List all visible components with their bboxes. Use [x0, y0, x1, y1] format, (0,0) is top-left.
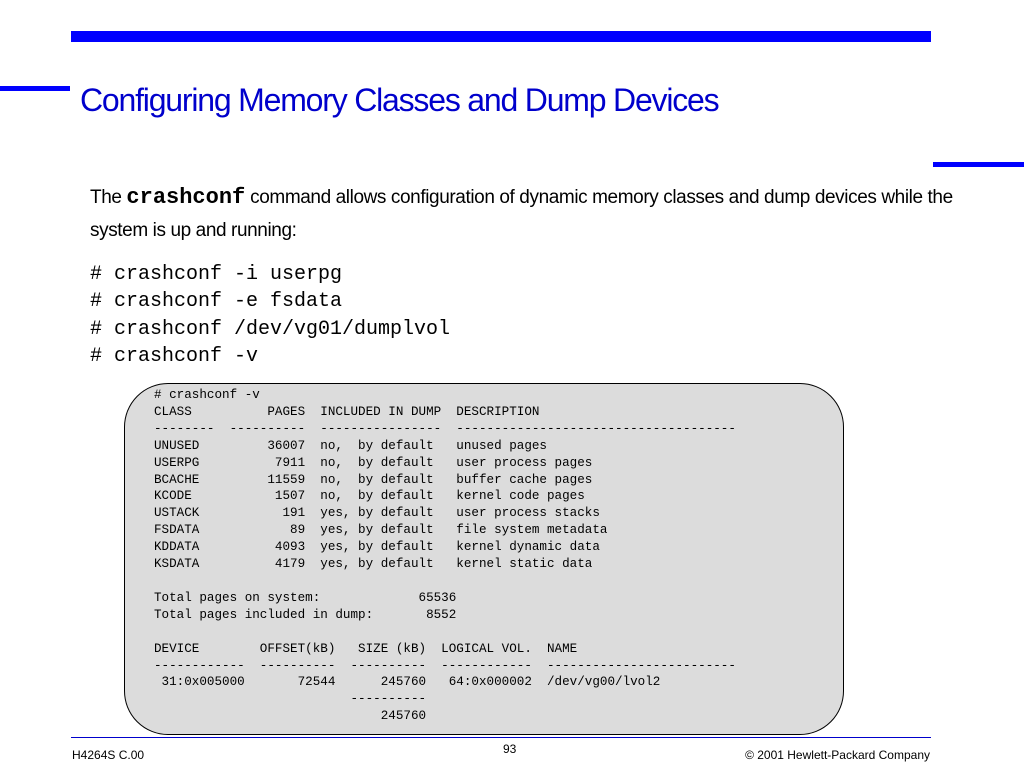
- footer-copyright: © 2001 Hewlett-Packard Company: [745, 748, 930, 762]
- top-accent-bar: [71, 31, 931, 42]
- terminal-line: UNUSED 36007 no, by default unused pages: [154, 438, 547, 453]
- terminal-line: CLASS PAGES INCLUDED IN DUMP DESCRIPTION: [154, 404, 540, 419]
- footer-course-code: H4264S C.00: [72, 748, 145, 762]
- footer-divider: [71, 737, 931, 738]
- intro-paragraph: The crashconf command allows configurati…: [90, 181, 980, 247]
- command-line: # crashconf -i userpg: [90, 263, 343, 286]
- terminal-output: # crashconf -v CLASS PAGES INCLUDED IN D…: [154, 387, 736, 725]
- right-accent-bar: [933, 162, 1024, 167]
- terminal-line: USERPG 7911 no, by default user process …: [154, 455, 593, 470]
- terminal-line: USTACK 191 yes, by default user process …: [154, 506, 600, 521]
- terminal-line: # crashconf -v: [154, 388, 260, 402]
- left-accent-bar: [0, 86, 70, 91]
- terminal-line: 31:0x005000 72544 245760 64:0x000002 /de…: [154, 675, 661, 690]
- terminal-line: ----------: [154, 692, 427, 707]
- terminal-line: KSDATA 4179 yes, by default kernel stati…: [154, 557, 593, 572]
- intro-suffix: command allows configuration of dynamic …: [90, 187, 953, 241]
- terminal-line: DEVICE OFFSET(kB) SIZE (kB) LOGICAL VOL.…: [154, 641, 578, 656]
- terminal-line: Total pages on system: 65536: [154, 590, 457, 605]
- command-line: # crashconf /dev/vg01/dumplvol: [90, 317, 451, 341]
- terminal-line: BCACHE 11559 no, by default buffer cache…: [154, 472, 593, 487]
- terminal-line: Total pages included in dump: 8552: [154, 607, 457, 622]
- intro-prefix: The: [90, 187, 127, 208]
- terminal-line: KDDATA 4093 yes, by default kernel dynam…: [154, 540, 600, 555]
- terminal-line: FSDATA 89 yes, by default file system me…: [154, 523, 608, 538]
- terminal-line: ------------ ---------- ---------- -----…: [154, 658, 736, 673]
- command-list: # crashconf -i userpg # crashconf -e fsd…: [90, 261, 450, 370]
- terminal-output-box: # crashconf -v CLASS PAGES INCLUDED IN D…: [124, 383, 844, 735]
- intro-command: crashconf: [126, 185, 246, 210]
- command-line: # crashconf -e fsdata: [90, 290, 343, 314]
- footer-page-number: 93: [503, 742, 517, 756]
- slide-title: Configuring Memory Classes and Dump Devi…: [80, 82, 720, 118]
- terminal-line: KCODE 1507 no, by default kernel code pa…: [154, 489, 585, 504]
- terminal-line: -------- ---------- ---------------- ---…: [154, 421, 736, 436]
- command-line: # crashconf -v: [90, 344, 259, 368]
- terminal-line: 245760: [154, 709, 427, 724]
